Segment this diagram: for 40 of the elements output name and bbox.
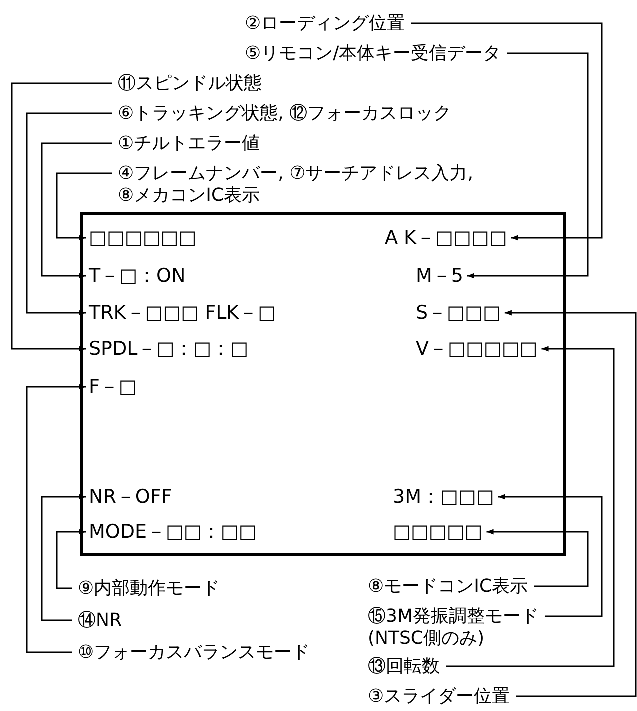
leader-line — [504, 310, 637, 698]
callout-label: ⑪スピンドル状態 — [118, 73, 262, 95]
display-readout: TRK－□□□ FLK－□ — [83, 301, 276, 325]
display-readout: MODE－□□：□□ — [83, 520, 257, 544]
callout-label: ③スライダー位置 — [368, 686, 510, 708]
callout-label: ④フレームナンバー, ⑦サーチアドレス入力, ⑧メカコンIC表示 — [118, 163, 558, 207]
display-readout: S－□□□ — [416, 301, 563, 325]
leader-line — [41, 494, 86, 622]
leader-line — [11, 82, 112, 352]
callout-label: ⑥トラッキング状態, ⑫フォーカスロック — [118, 103, 452, 125]
callout-label: ⑤リモコン/本体キー受信データ — [245, 43, 502, 65]
callout-label: ⑨内部動作モード — [78, 578, 220, 600]
leader-line — [486, 529, 589, 588]
display-readout: SPDL－□：□：□ — [83, 337, 249, 361]
callout-label: ②ローディング位置 — [245, 13, 406, 35]
display-readout: □□□□□ — [393, 520, 563, 544]
leader-line — [26, 384, 86, 654]
callout-label: ⑭NR — [78, 610, 122, 632]
leader-line — [41, 142, 112, 279]
leader-line — [26, 112, 112, 316]
leader-line — [467, 52, 589, 279]
display-readout: V－□□□□□ — [416, 337, 563, 361]
display-readout: NR－OFF — [83, 485, 172, 509]
leader-line — [56, 529, 86, 590]
display-readout: F－□ — [83, 375, 137, 399]
leader-line — [446, 346, 615, 668]
display-readout: A K－□□□□ — [385, 226, 563, 250]
callout-label: ⑬回転数 — [368, 656, 440, 678]
display-readout: □□□□□□ — [83, 226, 197, 250]
callout-label: ⑧モードコンIC表示 — [368, 576, 528, 598]
display-readout: 3M：□□□ — [393, 485, 563, 509]
callout-label: ⑩フォーカスバランスモード — [78, 642, 310, 664]
leader-line — [411, 22, 603, 241]
display-readout: T－□：ON — [83, 264, 186, 288]
leader-line — [56, 172, 112, 241]
callout-label: ⑮3M発振調整モード (NTSC側のみ) — [368, 606, 596, 650]
display-readout: M－5 — [416, 264, 563, 288]
callout-label: ①チルトエラー値 — [118, 133, 260, 155]
display-screen — [80, 212, 566, 556]
leader-line — [498, 494, 603, 618]
